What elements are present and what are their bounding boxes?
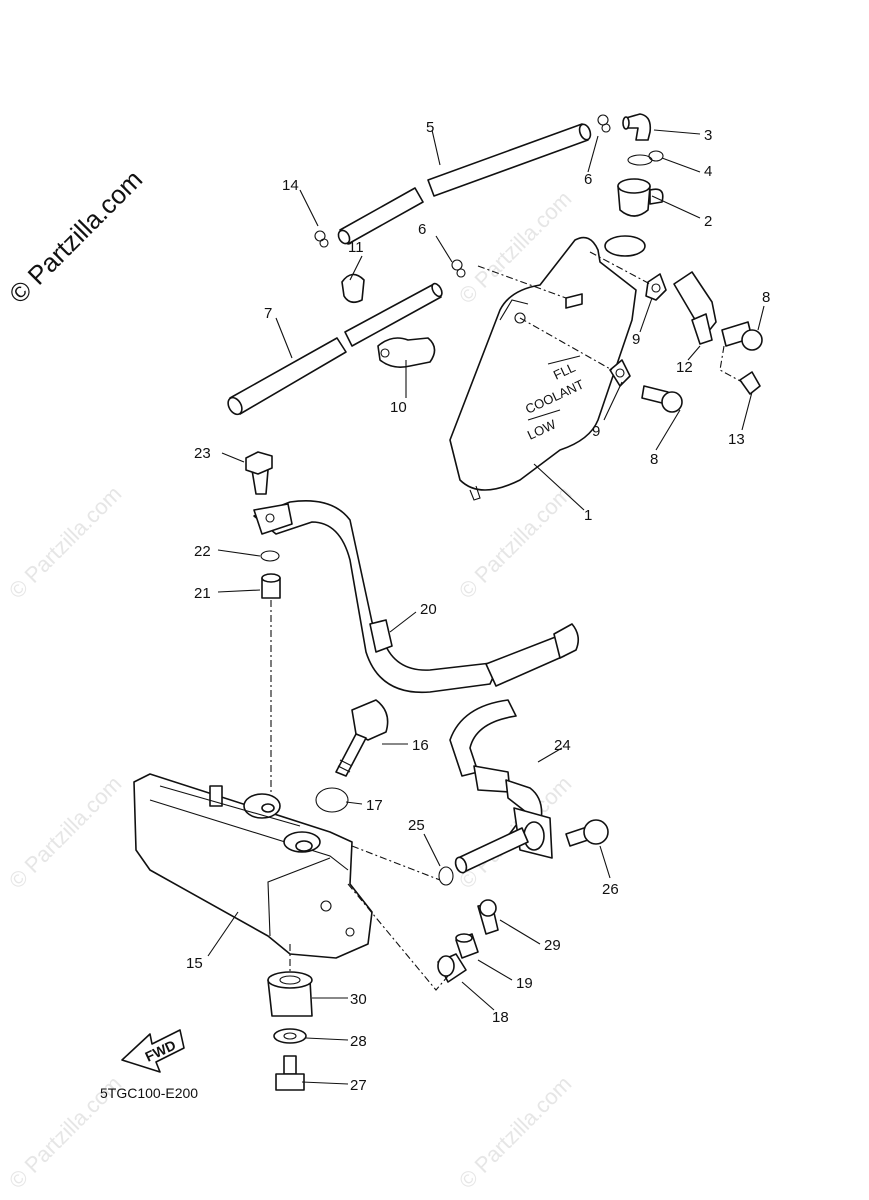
dipstick-16 [335,699,389,777]
leader-line [719,345,743,383]
watermark-faint: © Partzilla.com [454,481,577,604]
collar-19 [455,933,479,959]
watermark-faint: © Partzilla.com [4,481,127,604]
collar-21 [261,573,281,599]
callout-25: 25 [408,817,425,834]
bolt-23 [245,451,273,495]
watermark-faint: © Partzilla.com [4,771,127,894]
clamp-13 [739,371,761,395]
callout-20: 20 [420,601,437,618]
bolt-8-upper [721,321,763,351]
callout-10: 10 [390,399,407,416]
callout-21: 21 [194,585,211,602]
bolt-27 [275,1055,305,1091]
collar-9-lower [609,359,631,387]
leader-line [589,251,651,285]
callout-29: 29 [544,937,561,954]
cap-2 [617,178,664,217]
callout-6-lower: 6 [418,221,426,238]
callout-1: 1 [584,507,592,524]
hose-clamp-11 [341,273,365,304]
callout-23: 23 [194,445,211,462]
fwd-arrow-icon: FWD [121,1029,185,1073]
diagram-code: 5TGC100-E200 [100,1085,198,1101]
callout-17: 17 [366,797,383,814]
callout-8-lower: 8 [650,451,658,468]
hose-7 [227,282,443,416]
oil-pipe-20 [253,500,580,694]
bracket-12 [673,271,717,345]
callout-6-upper: 6 [584,171,592,188]
callout-28: 28 [350,1033,367,1050]
leader-line [477,265,567,299]
callout-3: 3 [704,127,712,144]
callout-19: 19 [516,975,533,992]
callout-24: 24 [554,737,571,754]
hose-5 [337,123,592,245]
clip-14 [314,230,329,248]
grommet-18 [437,953,467,983]
callout-13: 13 [728,431,745,448]
bolt-26 [565,819,609,847]
bolt-8-lower [641,385,683,413]
callout-15: 15 [186,955,203,972]
collar-9-upper [645,273,667,301]
callout-5: 5 [426,119,434,136]
watermark-main: © Partzilla.com [3,164,148,309]
callout-30: 30 [350,991,367,1008]
callout-22: 22 [194,543,211,560]
callout-labels: 5 3 4 6 2 14 6 11 7 10 8 9 12 9 8 13 1 2… [186,119,770,1094]
callout-9-upper: 9 [632,331,640,348]
callout-4: 4 [704,163,712,180]
o-ring-25 [438,866,454,886]
clip-6-lower [451,259,466,278]
callout-9-lower: 9 [592,423,600,440]
hose-clamp-10 [377,337,436,368]
washer-28 [273,1028,307,1044]
leader-line [347,883,449,991]
callout-8-upper: 8 [762,289,770,306]
o-ring-17 [315,787,349,813]
callout-27: 27 [350,1077,367,1094]
leader-line [351,845,441,881]
callout-leaders [207,129,765,1085]
callout-2: 2 [704,213,712,230]
pipe-24 [449,699,553,874]
o-ring-22 [260,550,280,562]
clip-4 [627,150,664,166]
damper-30 [267,971,313,1017]
callout-14: 14 [282,177,299,194]
elbow-3 [622,113,652,141]
callout-26: 26 [602,881,619,898]
clip-6-upper [597,114,611,133]
callout-18: 18 [492,1009,509,1026]
oil-tank-15 [133,773,373,959]
callout-7: 7 [264,305,272,322]
watermark-faint: © Partzilla.com [454,1071,577,1194]
bolt-29 [477,899,499,935]
callout-16: 16 [412,737,429,754]
coolant-reservoir-tank: FLL COOLANT LOW [449,235,646,501]
leader-line [519,317,613,371]
callout-11: 11 [348,239,364,256]
callout-12: 12 [676,359,693,376]
